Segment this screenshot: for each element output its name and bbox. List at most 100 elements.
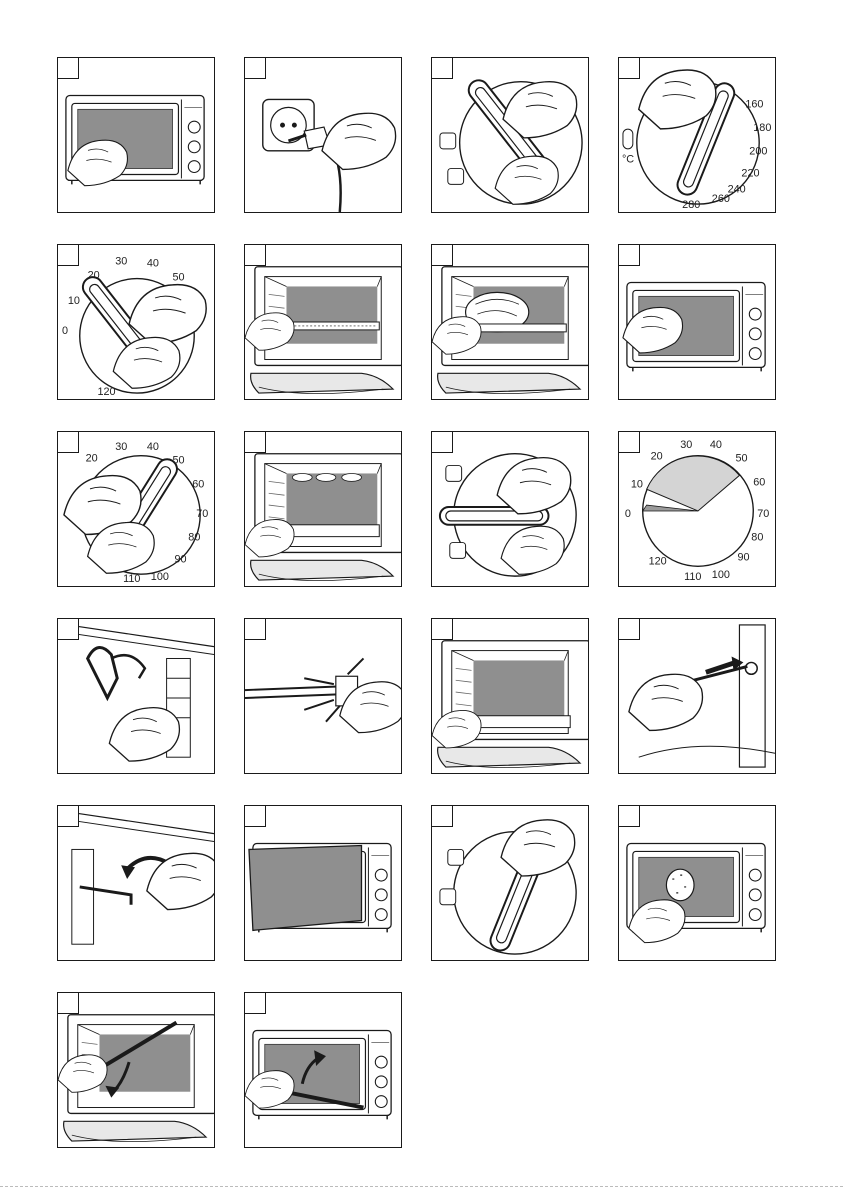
step-20-clean-door <box>618 805 776 961</box>
step-15-drip-tray <box>431 618 589 774</box>
timer-segment-illustration: 30 40 20 50 60 10 0 70 80 90 100 110 120 <box>619 432 775 586</box>
remove-spit-illustration <box>58 806 214 960</box>
step-number-box <box>57 244 79 266</box>
step-4-temperature-dial: °C 160 180 200 220 240 260 280 <box>618 57 776 213</box>
temp-label-240: 240 <box>728 183 746 195</box>
timer-label-120: 120 <box>98 386 116 398</box>
mode-icon-top-heat <box>448 849 464 865</box>
step-number-box <box>618 244 640 266</box>
door-close-illustration <box>619 245 775 399</box>
temp-label-160: 160 <box>745 98 763 110</box>
step-number-box <box>57 57 79 79</box>
mode-icon-grill <box>448 169 464 185</box>
step-number-box <box>57 805 79 827</box>
timer-label-30: 30 <box>115 441 127 453</box>
temp-label-280: 280 <box>682 199 700 211</box>
timer-label-30: 30 <box>115 256 127 268</box>
step-7-insert-food <box>431 244 589 400</box>
timer-label-60: 60 <box>192 478 204 490</box>
step-16-insert-spit <box>618 618 776 774</box>
step-number-box <box>244 805 266 827</box>
timer-label-40: 40 <box>147 441 159 453</box>
door-remove-illustration <box>58 993 214 1147</box>
timer-label-60: 60 <box>753 476 765 488</box>
door-open-illustration <box>245 806 401 960</box>
rack-insert-illustration <box>245 245 401 399</box>
baking-tray-illustration <box>245 432 401 586</box>
timer-label-50: 50 <box>736 453 748 465</box>
step-19-mode-return <box>431 805 589 961</box>
mode-return-illustration <box>432 806 588 960</box>
step-17-remove-spit <box>57 805 215 961</box>
step-8-close-door <box>618 244 776 400</box>
timer-label-90: 90 <box>175 553 187 565</box>
timer-set-illustration: 30 40 20 50 60 70 80 90 100 110 <box>58 432 214 586</box>
timer-label-120: 120 <box>649 555 667 567</box>
food-insert-illustration <box>432 245 588 399</box>
step-3-mode-selector <box>431 57 589 213</box>
insert-spit-illustration <box>619 619 775 773</box>
step-22-refit-door-up <box>244 992 402 1148</box>
temp-label-260: 260 <box>712 193 730 205</box>
mode-icon-top-heat <box>446 466 462 482</box>
step-14-rotisserie-fork <box>244 618 402 774</box>
step-9-timer-set: 30 40 20 50 60 70 80 90 100 110 <box>57 431 215 587</box>
sponge <box>666 869 694 901</box>
oven-wiping-illustration <box>58 58 214 212</box>
mode-icon-grill <box>450 543 466 559</box>
timer-label-90: 90 <box>737 551 749 563</box>
wire-rack-clip-illustration <box>58 619 214 773</box>
plug-socket-illustration <box>245 58 401 212</box>
timer-label-40: 40 <box>147 258 159 270</box>
page-bottom-rule <box>0 1186 843 1188</box>
mode-dial-illustration <box>432 58 588 212</box>
step-number-box <box>618 431 640 453</box>
timer-label-80: 80 <box>751 532 763 544</box>
timer-label-70: 70 <box>196 508 208 520</box>
timer-label-100: 100 <box>712 569 730 581</box>
temp-label-200: 200 <box>749 146 767 158</box>
mode-icon-top-heat <box>440 133 456 149</box>
step-number-box <box>244 618 266 640</box>
step-21-remove-door-down <box>57 992 215 1148</box>
step-number-box <box>244 57 266 79</box>
timer-label-50: 50 <box>173 272 185 284</box>
mode-icon-grill <box>440 889 456 905</box>
step-6-insert-rack <box>244 244 402 400</box>
door-refit-illustration <box>245 993 401 1147</box>
step-number-box <box>431 805 453 827</box>
clean-door-sponge-illustration <box>619 806 775 960</box>
timer-label-10: 10 <box>631 478 643 490</box>
step-number-box <box>431 57 453 79</box>
timer-label-70: 70 <box>757 508 769 520</box>
timer-label-10: 10 <box>68 295 80 307</box>
step-number-box <box>431 618 453 640</box>
rotisserie-fork-illustration <box>245 619 401 773</box>
step-number-box <box>431 244 453 266</box>
drip-tray-illustration <box>432 619 588 773</box>
step-2-plug-in <box>244 57 402 213</box>
mode-off-illustration <box>432 432 588 586</box>
step-1-clean-oven <box>57 57 215 213</box>
step-number-box <box>244 992 266 1014</box>
step-number-box <box>57 618 79 640</box>
step-18-door-open <box>244 805 402 961</box>
timer-label-0: 0 <box>625 508 631 520</box>
step-number-box <box>431 431 453 453</box>
temp-label-180: 180 <box>753 122 771 134</box>
step-number-box <box>244 431 266 453</box>
step-number-box <box>618 805 640 827</box>
step-5-timer-dial: 30 40 20 50 10 0 120 <box>57 244 215 400</box>
step-number-box <box>244 244 266 266</box>
timer-label-0: 0 <box>62 325 68 337</box>
step-number-box <box>618 618 640 640</box>
timer-label-40: 40 <box>710 439 722 451</box>
step-number-box <box>57 992 79 1014</box>
step-number-box <box>618 57 640 79</box>
timer-label-30: 30 <box>680 439 692 451</box>
thermometer-icon <box>623 129 633 149</box>
step-13-wire-rack-clip <box>57 618 215 774</box>
timer-label-20: 20 <box>86 453 98 465</box>
timer-label-110: 110 <box>684 571 701 583</box>
step-11-mode-off <box>431 431 589 587</box>
